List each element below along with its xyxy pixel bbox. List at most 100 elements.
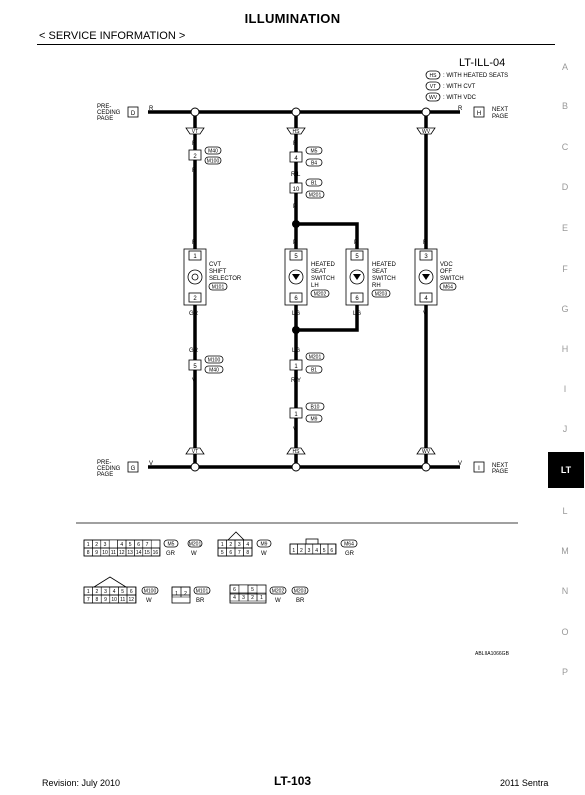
legend-hs-pill (425, 70, 441, 80)
connector-tag (208, 282, 228, 291)
pin-number: 6 (233, 587, 236, 593)
index-letter-lt-active[interactable]: LT (548, 452, 584, 488)
index-letter-d[interactable]: D (561, 182, 569, 192)
connector-tag (340, 539, 358, 548)
preceding-page-bottom: PRE- CEDING PAGE G V (97, 460, 153, 478)
component-label: VDC (440, 262, 453, 268)
image-code: ABLIIA1066GB (475, 651, 510, 657)
inline-connector (289, 182, 303, 194)
pin-number: 4 (246, 542, 249, 548)
connector-tag (256, 539, 272, 548)
off-page-terminal (473, 106, 485, 118)
pin-number: 9 (104, 597, 107, 603)
pin-number: 1 (175, 591, 178, 597)
wire-color: P (293, 240, 297, 246)
pin-number: 5 (323, 548, 326, 554)
index-letter-i[interactable]: I (563, 384, 567, 394)
pin-number: 4 (294, 156, 298, 162)
terminal-letter: D (131, 111, 136, 117)
pin-number: 5 (221, 550, 224, 556)
connector-id: B10 (311, 405, 320, 411)
wire-color: LG (292, 311, 300, 317)
pin-number: 3 (424, 254, 428, 260)
wire-color: R (192, 240, 197, 246)
connector-id: M203 (375, 292, 388, 298)
branch-tag-top-hs (286, 127, 306, 135)
wire-color: V (293, 427, 297, 433)
connector-id: B1 (311, 181, 317, 187)
index-letter-g[interactable]: G (561, 304, 569, 314)
service-info-breadcrumb[interactable]: < SERVICE INFORMATION > (39, 30, 186, 42)
connector-id: M5 (168, 542, 175, 548)
pin-box (289, 250, 303, 261)
pin-number: 2 (96, 589, 99, 595)
preceding-label: CEDING (97, 110, 121, 116)
inline-connector (188, 359, 202, 371)
pin-number: 4 (315, 548, 318, 554)
pin-number: 3 (104, 542, 107, 548)
connector-tag (204, 355, 224, 364)
index-letter-a[interactable]: A (561, 62, 568, 72)
connector-id: M101 (212, 285, 225, 291)
pin-cell (180, 586, 191, 598)
pin-number: 5 (294, 254, 298, 260)
pin-number: 6 (137, 542, 140, 548)
connector-id: M202 (314, 292, 327, 298)
off-page-terminal (473, 461, 485, 473)
pin-number: 11 (111, 550, 116, 556)
connector-tag (291, 586, 309, 595)
connector-tag (269, 586, 287, 595)
pin-box (188, 292, 202, 303)
pin-number: 8 (246, 550, 249, 556)
connector-id: M64 (344, 542, 354, 548)
pin-number: 9 (95, 550, 98, 556)
pin-number: 1 (193, 254, 197, 260)
connector-latch (305, 538, 319, 545)
inline-connector (289, 151, 303, 163)
index-letter-n[interactable]: N (561, 586, 569, 596)
connector-id: M203 (294, 589, 307, 595)
index-letter-f[interactable]: F (562, 264, 568, 274)
pin-cell (327, 543, 336, 555)
pin-number: 2 (184, 591, 187, 597)
index-letter-m[interactable]: M (561, 546, 569, 556)
index-letter-b[interactable]: B (561, 101, 568, 111)
index-letter-c[interactable]: C (561, 142, 569, 152)
connector-view-m203: M203 BR (291, 586, 309, 604)
pin-number: 3 (308, 548, 311, 554)
terminal-letter: H (477, 111, 481, 117)
pin-number: 4 (120, 542, 123, 548)
connector-tag (305, 146, 323, 155)
branch-tag-top-vt (185, 127, 205, 135)
footer-page-number: LT-103 (273, 774, 312, 788)
index-letter-h[interactable]: H (561, 344, 569, 354)
pin-number: 6 (330, 548, 333, 554)
pin-number: 5 (355, 254, 359, 260)
component-label: RH (372, 283, 381, 289)
next-label: NEXT (492, 463, 508, 469)
pin-number: 4 (424, 296, 428, 302)
connector-view-m9: M9 W (217, 531, 272, 557)
pin-number: 12 (129, 597, 135, 603)
index-letter-j[interactable]: J (562, 424, 568, 434)
component-label: CVT (209, 262, 221, 268)
index-letter-p[interactable]: P (561, 667, 568, 677)
index-letter-o[interactable]: O (561, 627, 569, 637)
pin-number: 8 (96, 597, 99, 603)
branch-tag-bottom-wv (416, 447, 436, 455)
connector-tag (187, 539, 203, 548)
component-label: OFF (440, 269, 452, 275)
legend: HS : WITH HEATED SEATS VT : WITH CVT WV … (425, 70, 508, 102)
footer-revision: Revision: July 2010 (42, 778, 121, 788)
connector-tag (305, 158, 323, 167)
index-letter-l[interactable]: L (562, 506, 568, 516)
connector-view-m201: M201 W (187, 539, 203, 557)
wire-color: LG (292, 348, 300, 354)
index-letter-e[interactable]: E (561, 223, 568, 233)
pin-number: 1 (87, 542, 90, 548)
off-page-terminal (127, 461, 139, 473)
terminal-letter: G (131, 466, 136, 472)
component-label: SELECTOR (209, 276, 242, 282)
heated-seat-column: R 4 M5 B4 R/L 10 B1 M201 P P 5 6 HEATED … (284, 141, 397, 433)
